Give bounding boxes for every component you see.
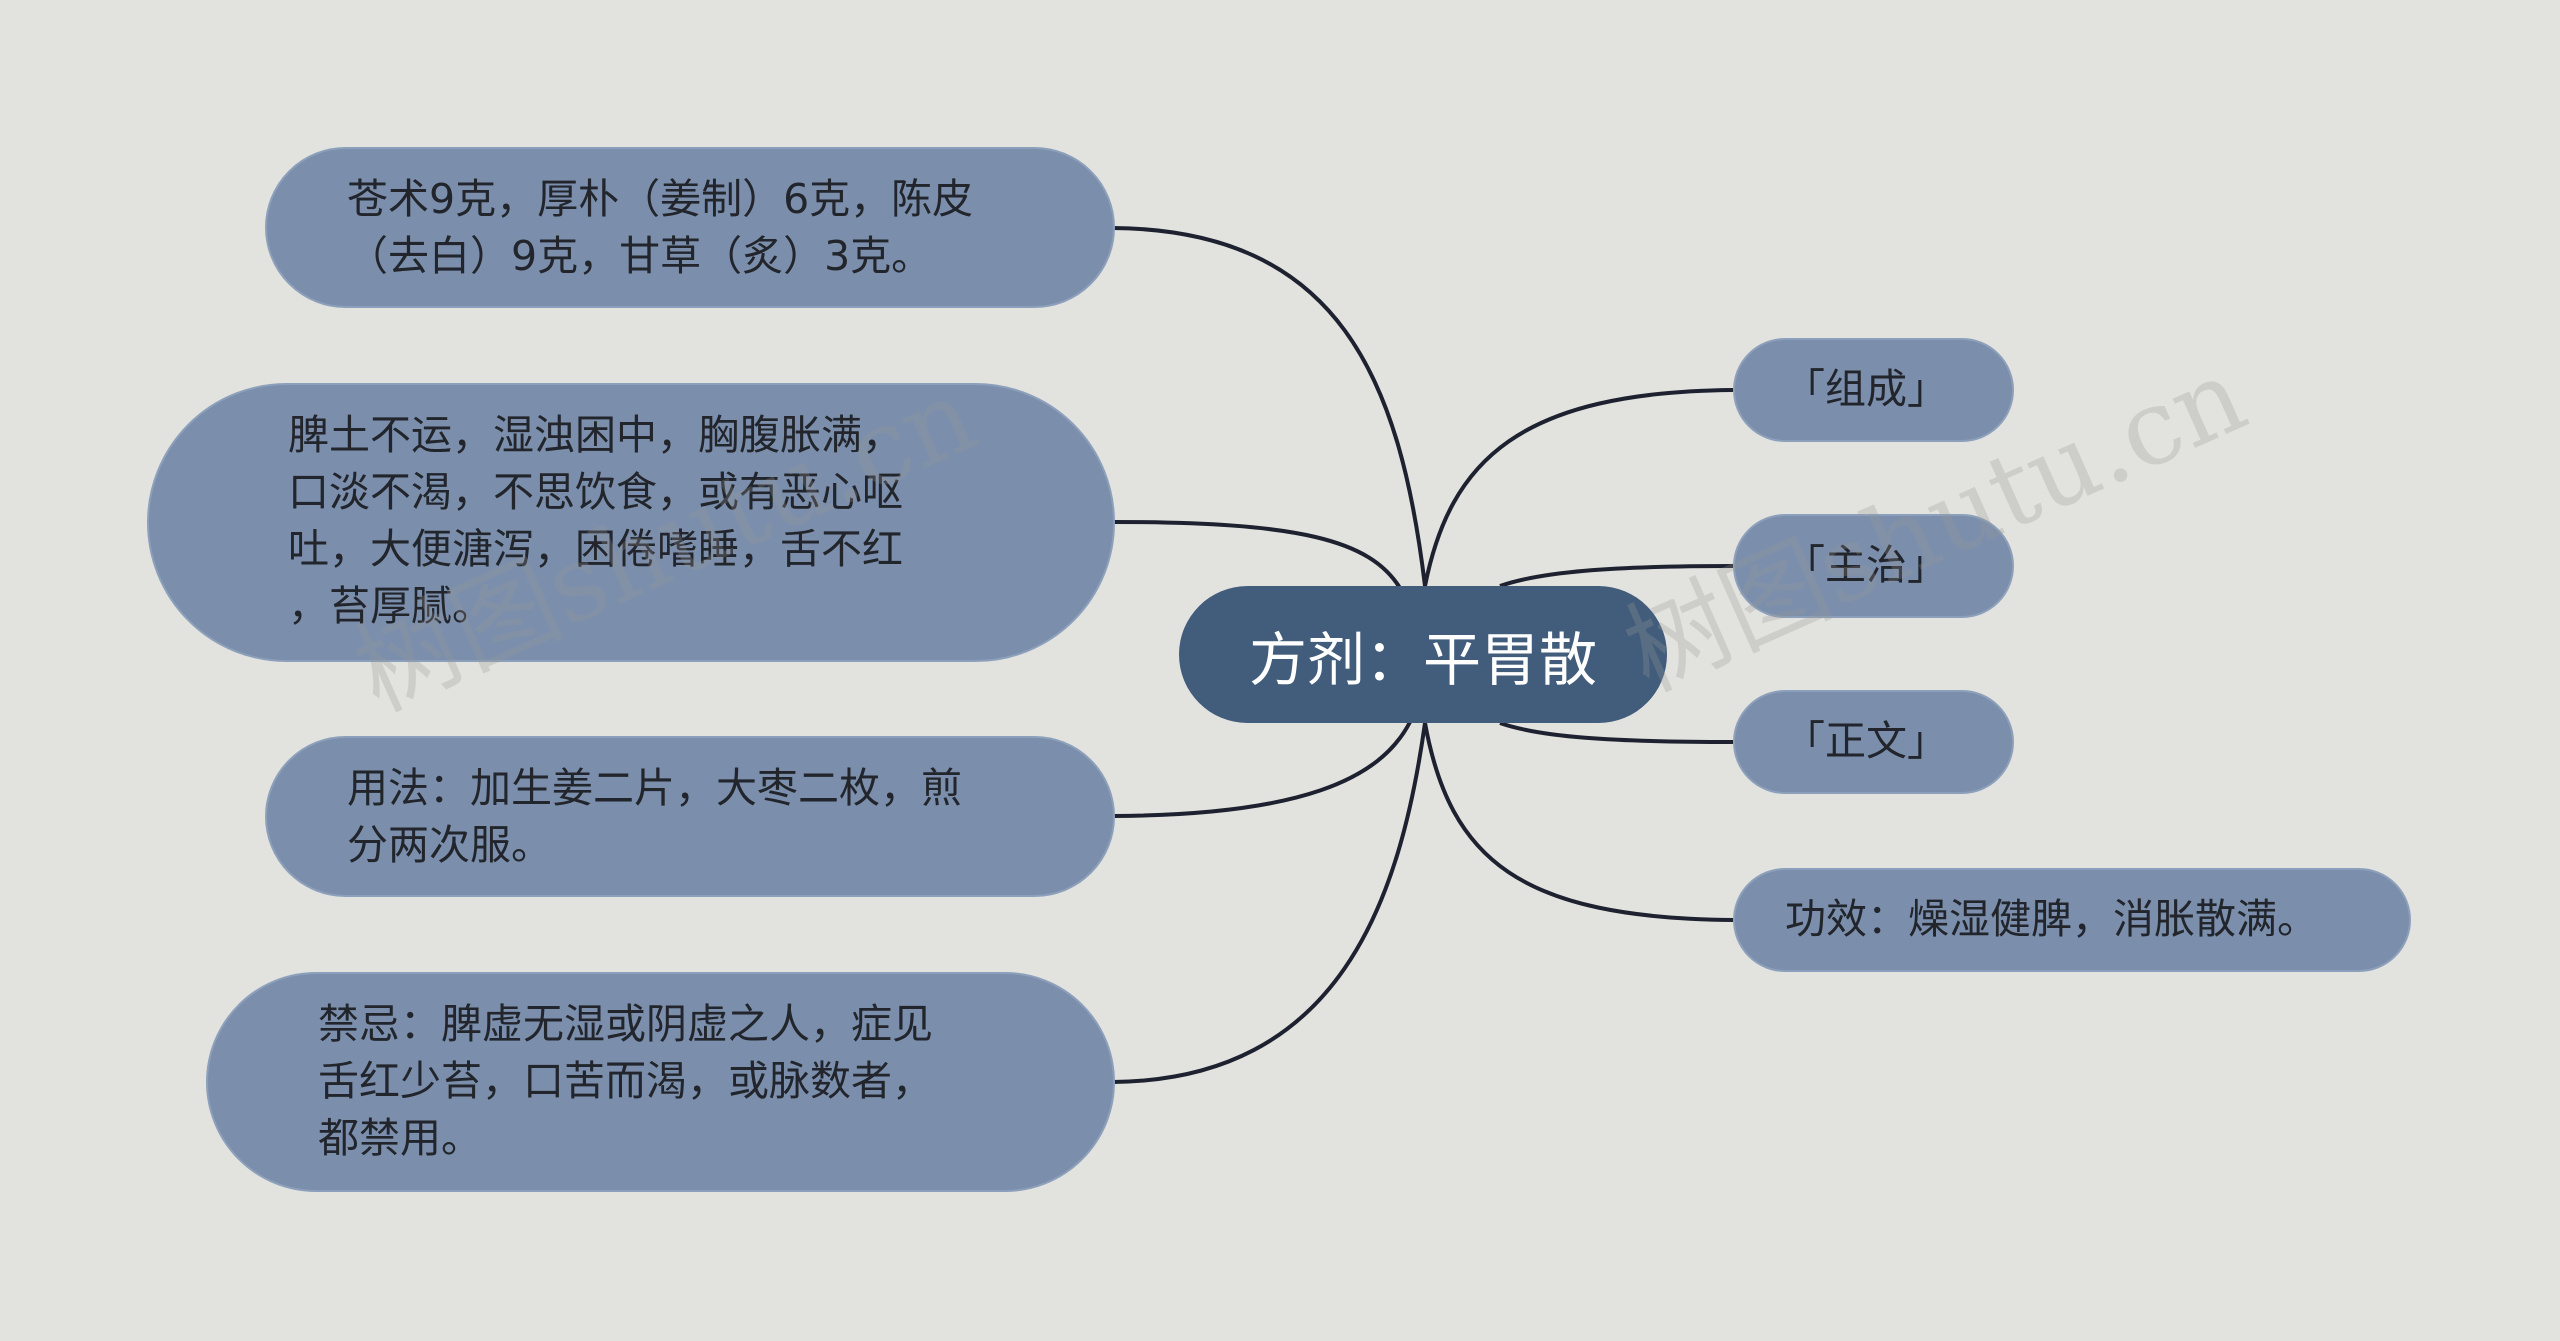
edge-contraindication (1112, 722, 1427, 1084)
indication-label: 「主治」 (1784, 541, 1948, 589)
contraindication-node[interactable]: 禁忌：脾虚无湿或阴虚之人，症见 舌红少苔，口苦而渴，或脉数者， 都禁用。 (206, 972, 1115, 1192)
composition-detail-text: 苍术9克，厚朴（姜制）6克，陈皮 （去白）9克，甘草（炙）3克。 (347, 175, 974, 280)
composition-detail-node[interactable]: 苍术9克，厚朴（姜制）6克，陈皮 （去白）9克，甘草（炙）3克。 (265, 147, 1115, 308)
efficacy-node[interactable]: 功效：燥湿健脾，消胀散满。 (1733, 868, 2411, 972)
edge-efficacy (1423, 722, 1734, 922)
edge-usage (1112, 721, 1412, 818)
edge-indication-detail (1112, 520, 1402, 590)
central-topic-label: 方剂：平胃散 (1248, 625, 1597, 694)
central-topic-node[interactable]: 方剂：平胃散 (1179, 586, 1667, 723)
usage-node[interactable]: 用法：加生姜二片，大枣二枚，煎 分两次服。 (265, 736, 1115, 897)
composition-label: 「组成」 (1784, 365, 1948, 413)
indication-detail-node[interactable]: 脾土不运，湿浊困中，胸腹胀满， 口淡不渴，不思饮食，或有恶心呕 吐，大便溏泻，困… (147, 383, 1115, 662)
indication-node[interactable]: 「主治」 (1733, 514, 2014, 618)
edge-composition (1423, 388, 1734, 587)
edge-text (1499, 721, 1734, 744)
composition-node[interactable]: 「组成」 (1733, 338, 2014, 442)
contraindication-text: 禁忌：脾虚无湿或阴虚之人，症见 舌红少苔，口苦而渴，或脉数者， 都禁用。 (318, 1000, 933, 1162)
text-node[interactable]: 「正文」 (1733, 690, 2014, 794)
edge-indication (1499, 564, 1734, 588)
usage-text: 用法：加生姜二片，大枣二枚，煎 分两次服。 (347, 764, 962, 869)
text-label: 「正文」 (1784, 717, 1948, 765)
edge-composition-detail (1112, 226, 1427, 587)
efficacy-label: 功效：燥湿健脾，消胀散满。 (1785, 895, 2318, 943)
indication-detail-text: 脾土不运，湿浊困中，胸腹胀满， 口淡不渴，不思饮食，或有恶心呕 吐，大便溏泻，困… (288, 411, 903, 630)
